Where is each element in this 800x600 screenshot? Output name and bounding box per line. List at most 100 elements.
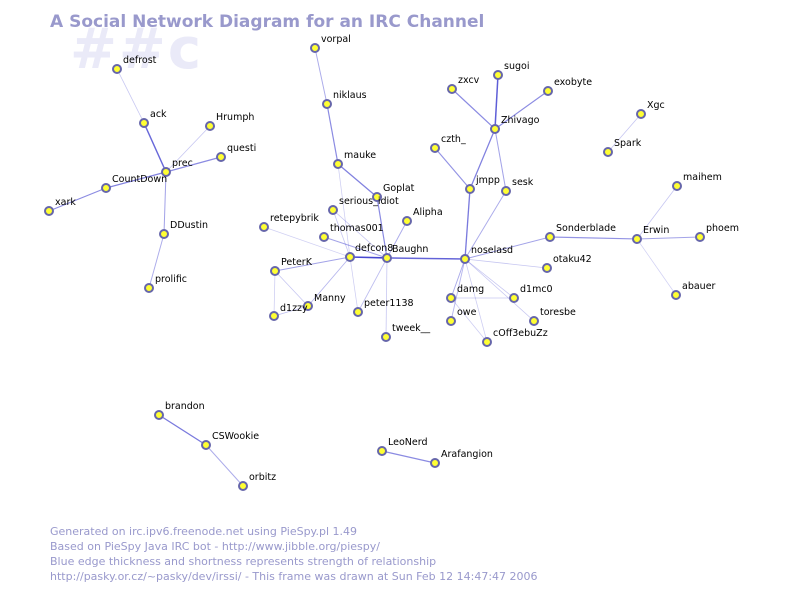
edge-owe-noselasd: [450, 258, 466, 322]
footer-line-generated: Generated on irc.ipv6.freenode.net using…: [50, 525, 358, 538]
edge-Hrumph-prec: [165, 125, 211, 173]
footer-line-based-on: Based on PieSpy Java IRC bot - http://ww…: [50, 540, 380, 553]
node-label: questi: [227, 143, 256, 154]
node-label: cOff3ebuZz: [493, 328, 548, 339]
node-label: DDustin: [170, 220, 208, 231]
node-Arafangion: Arafangion: [430, 449, 493, 468]
node-defrost: defrost: [112, 55, 157, 74]
node-marker: [545, 232, 555, 242]
node-marker: [205, 121, 215, 131]
node-marker: [695, 232, 705, 242]
node-label: Arafangion: [441, 449, 493, 460]
node-abauer: abauer: [671, 281, 716, 300]
node-label: Spark: [614, 138, 642, 149]
node-Spark: Spark: [603, 138, 642, 157]
node-marker: [636, 109, 646, 119]
edge-Manny-PeterK: [274, 270, 309, 307]
edge-jmpp-noselasd: [464, 188, 471, 260]
node-label: czth_: [441, 134, 466, 145]
node-label: peter1138: [364, 298, 414, 309]
node-Xgc: Xgc: [636, 100, 665, 119]
node-mauke: mauke: [333, 150, 376, 169]
node-vorpal: vorpal: [310, 34, 351, 53]
node-otaku42: otaku42: [542, 254, 592, 273]
edge-xark-CountDown: [48, 187, 107, 212]
node-questi: questi: [216, 143, 256, 162]
node-label: jmpp: [475, 175, 500, 186]
node-marker: [161, 167, 171, 177]
node-brandon: brandon: [154, 401, 205, 420]
node-label: vorpal: [321, 34, 351, 45]
node-damg: damg: [446, 284, 484, 303]
edge-DDustin-prec: [163, 171, 167, 235]
node-label: abauer: [682, 281, 716, 292]
node-ack: ack: [139, 109, 167, 128]
node-label: noselasd: [471, 245, 513, 256]
node-defcon8: defcon8: [345, 243, 393, 262]
node-marker: [303, 301, 313, 311]
footer-line-legend: Blue edge thickness and shortness repres…: [50, 555, 437, 568]
edge-LeoNerd-Arafangion: [381, 450, 436, 464]
node-sesk: sesk: [501, 177, 534, 196]
node-label: retepybrik: [270, 213, 319, 224]
node-marker: [446, 293, 456, 303]
node-marker: [259, 222, 269, 232]
node-marker: [671, 290, 681, 300]
node-label: defcon8: [355, 243, 393, 254]
edges-layer: [48, 47, 701, 487]
node-marker: [377, 446, 387, 456]
node-marker: [381, 332, 391, 342]
node-label: maihem: [683, 172, 722, 183]
node-marker: [112, 64, 122, 74]
edge-ack-prec: [143, 122, 167, 173]
node-marker: [310, 43, 320, 53]
edge-maihem-Erwin: [636, 185, 678, 240]
node-marker: [402, 216, 412, 226]
node-marker: [672, 181, 682, 191]
node-label: prec: [172, 158, 193, 169]
edge-otaku42-noselasd: [464, 258, 548, 269]
node-marker: [154, 410, 164, 420]
node-marker: [509, 293, 519, 303]
node-label: tweek__: [392, 323, 430, 334]
edge-Manny-defcon8: [307, 256, 351, 307]
node-LeoNerd: LeoNerd: [377, 437, 428, 456]
edge-brandon-CSWookie: [158, 414, 207, 446]
edge-sesk-noselasd: [464, 190, 507, 260]
node-noselasd: noselasd: [460, 245, 513, 264]
edge-d1zzy-PeterK: [273, 270, 276, 317]
edge-exobyte-Zhivago: [494, 90, 549, 130]
node-CSWookie: CSWookie: [201, 431, 259, 450]
node-DDustin: DDustin: [159, 220, 208, 239]
footer: Generated on irc.ipv6.freenode.net using…: [50, 524, 538, 584]
node-marker: [501, 186, 511, 196]
node-marker: [542, 263, 552, 273]
edge-defcon8-Baughn: [349, 256, 388, 259]
edge-niklaus-mauke: [326, 103, 339, 165]
node-marker: [382, 253, 392, 263]
node-label: ack: [150, 109, 167, 120]
node-label: xark: [55, 197, 76, 208]
node-thomas001: thomas001: [319, 223, 384, 242]
diagram-title: A Social Network Diagram for an IRC Chan…: [50, 12, 485, 32]
node-marker: [490, 124, 500, 134]
node-marker: [430, 458, 440, 468]
node-label: CountDown: [112, 174, 167, 185]
node-retepybrik: retepybrik: [259, 213, 319, 232]
node-zxcv: zxcv: [447, 75, 480, 94]
edge-sugoi-Zhivago: [494, 74, 499, 130]
node-marker: [269, 311, 279, 321]
node-maihem: maihem: [672, 172, 722, 191]
edge-Goplat-Baughn: [376, 196, 388, 259]
footer-line-timestamp: http://pasky.or.cz/~pasky/dev/irssi/ - T…: [50, 570, 538, 583]
node-xark: xark: [44, 197, 76, 216]
edge-Alipha-Baughn: [386, 220, 408, 259]
node-label: Manny: [314, 293, 346, 304]
node-marker: [144, 283, 154, 293]
node-marker: [319, 232, 329, 242]
edge-czth_-jmpp: [434, 147, 471, 190]
node-tweek__: tweek__: [381, 323, 430, 342]
node-label: Zhivago: [501, 115, 540, 126]
node-toresbe: toresbe: [529, 307, 576, 326]
